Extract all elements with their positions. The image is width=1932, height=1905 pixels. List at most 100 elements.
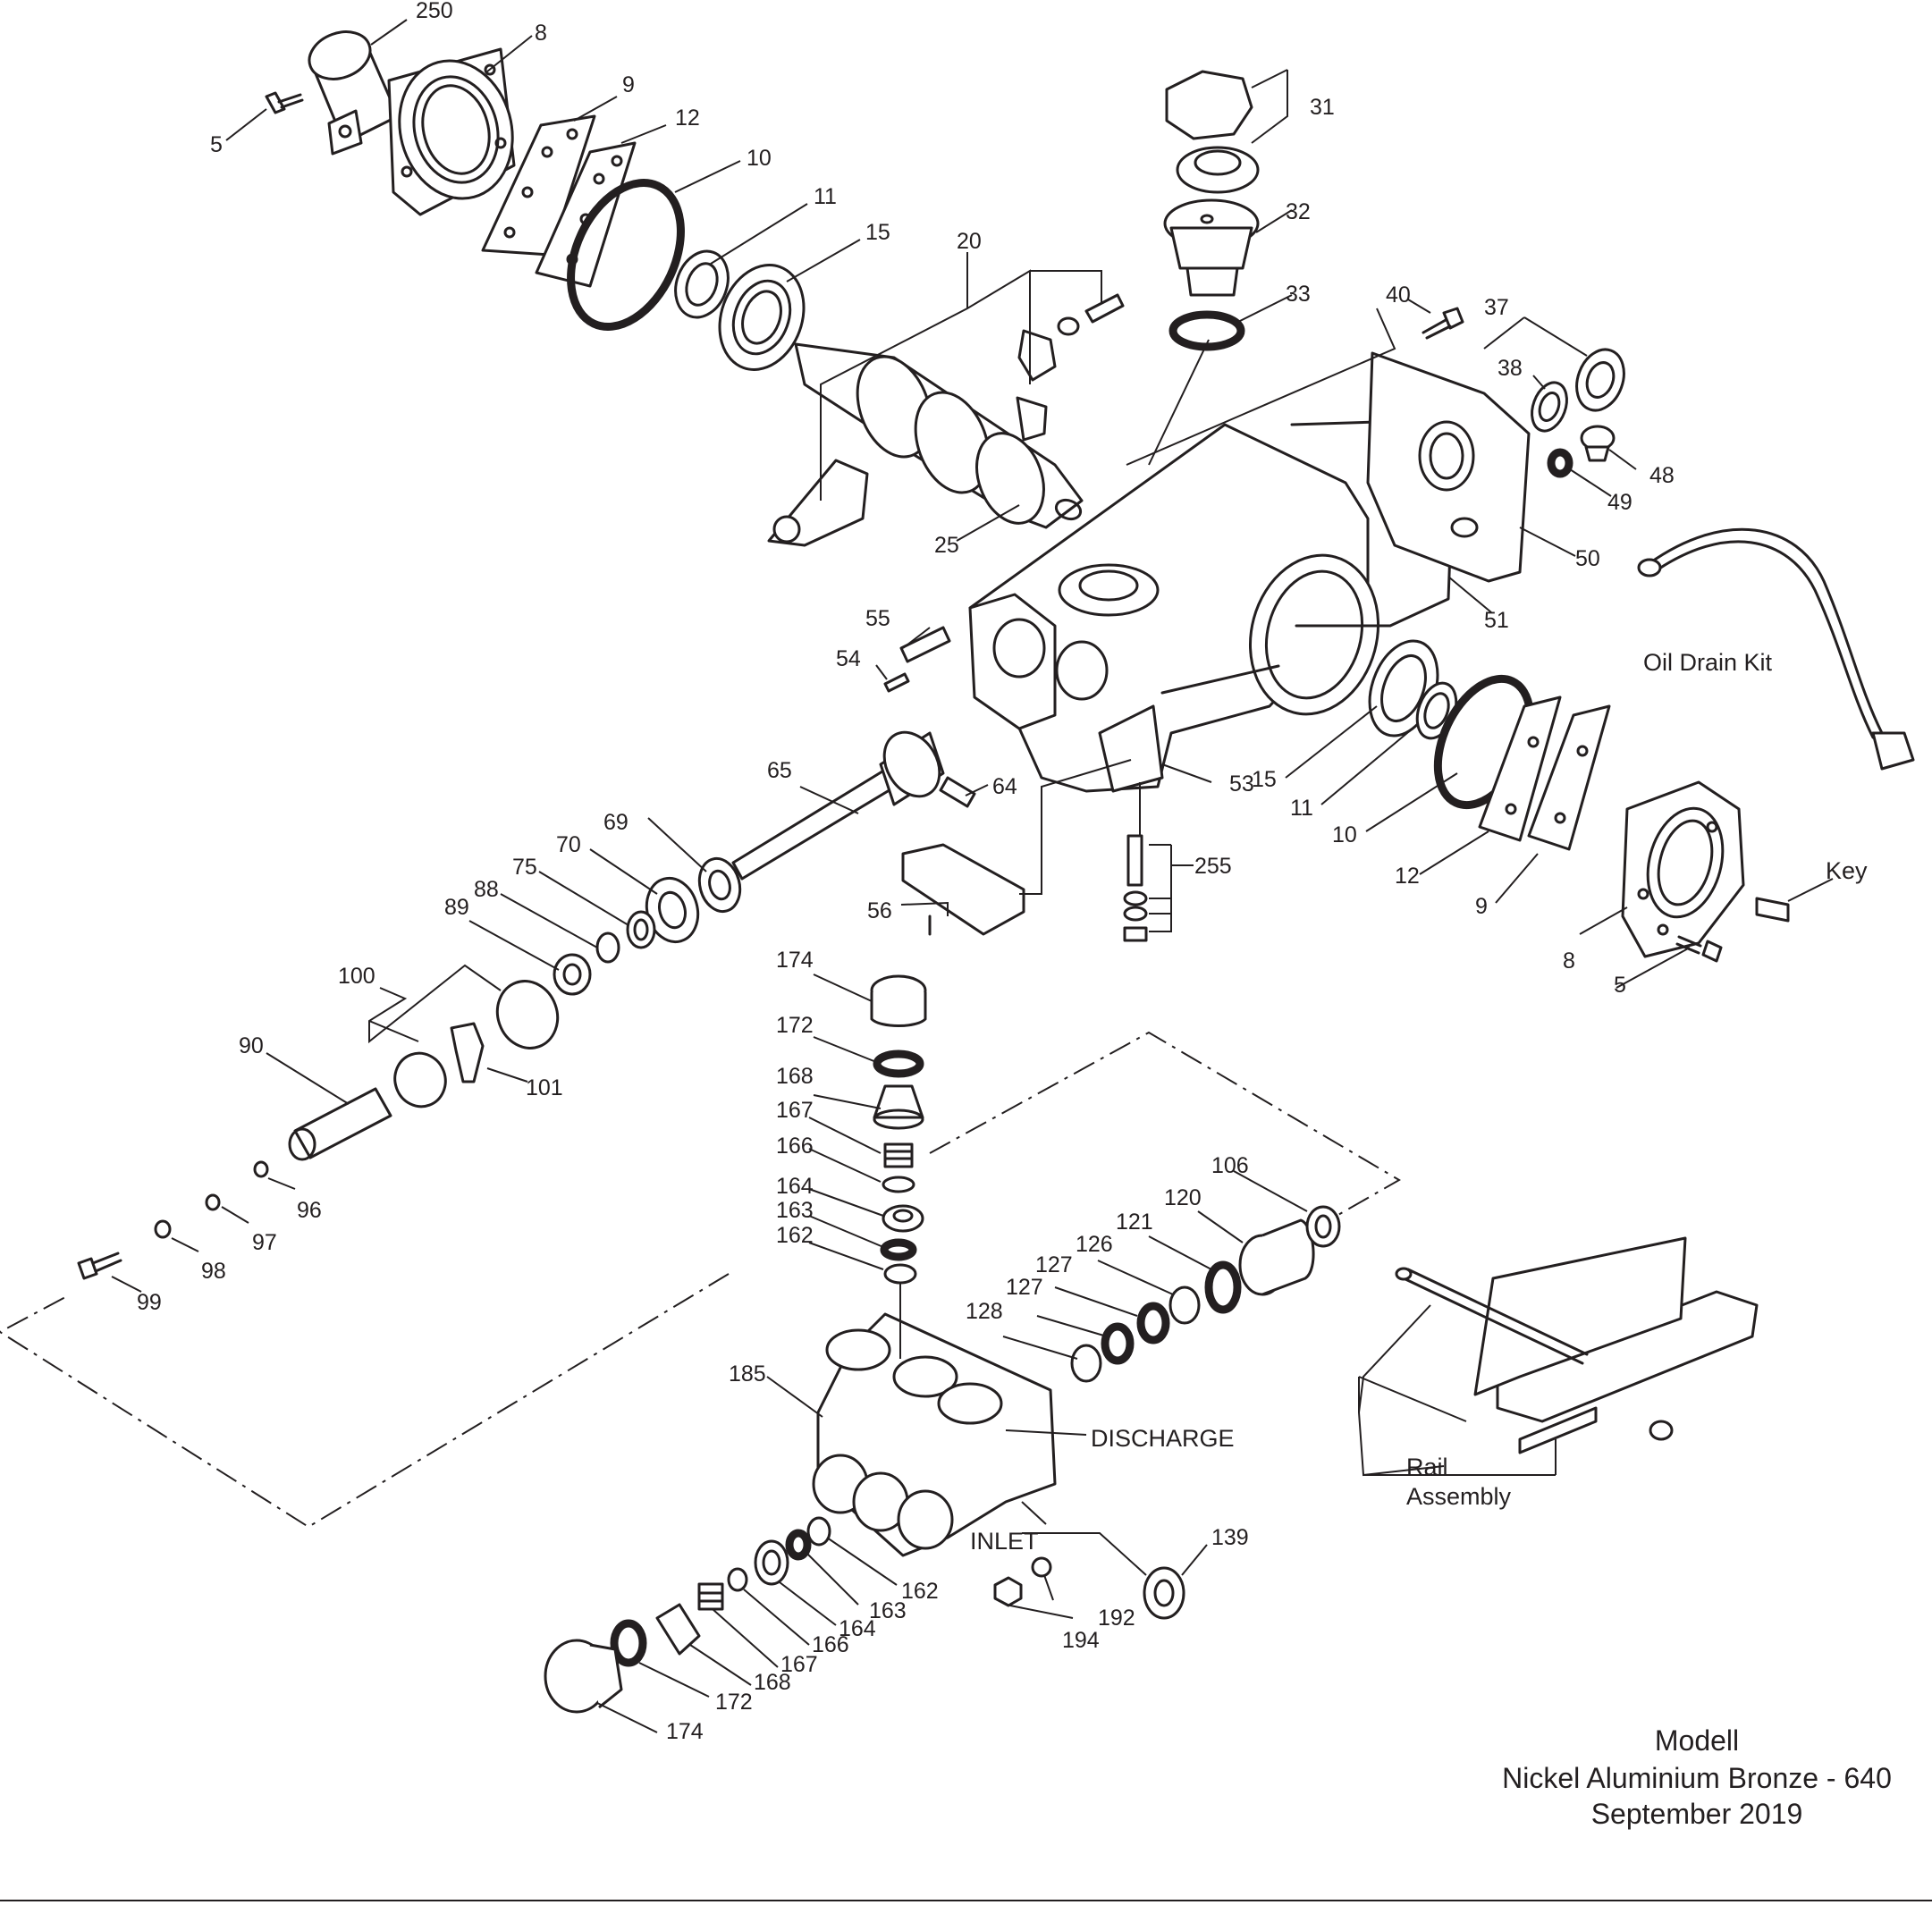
- key-label: Key: [1826, 857, 1868, 884]
- crankcase-body: [968, 423, 1380, 793]
- callout-40: 40: [1386, 282, 1411, 308]
- callout-164-top: 164: [776, 1174, 814, 1199]
- callout-5-top: 5: [210, 132, 223, 157]
- part-174-valve-plug-top: [870, 974, 927, 1027]
- callout-33: 33: [1286, 282, 1311, 307]
- part-127-ring-a: [1101, 1322, 1135, 1365]
- rail-assembly-label-line1: Rail: [1406, 1454, 1448, 1480]
- part-5-bolt-top: [265, 91, 304, 114]
- part-255-stud-kit: [1123, 834, 1148, 942]
- part-166-valve-top: [882, 1176, 915, 1193]
- part-70-seal: [645, 876, 700, 944]
- callout-96: 96: [297, 1198, 322, 1223]
- part-168-valve-cage-top: [873, 1084, 924, 1130]
- callout-166-bottom: 166: [812, 1632, 849, 1657]
- part-12-gasket-right: [1478, 695, 1562, 842]
- inlet-label: INLET: [970, 1528, 1039, 1555]
- callout-64: 64: [992, 774, 1017, 799]
- oil-drain-kit: [1637, 527, 1915, 771]
- callout-168-bottom: 168: [754, 1670, 791, 1695]
- part-139-plug: [1143, 1566, 1185, 1620]
- part-98-ring: [154, 1219, 172, 1239]
- part-166-valve-bottom: [727, 1567, 748, 1592]
- part-55-stud: [899, 626, 951, 663]
- callout-100: 100: [338, 964, 375, 989]
- part-8-flange-right: [1621, 780, 1745, 958]
- callout-101: 101: [526, 1075, 563, 1100]
- callout-121: 121: [1116, 1210, 1153, 1235]
- callout-192: 192: [1098, 1606, 1135, 1631]
- callout-37: 37: [1484, 295, 1509, 320]
- part-185-manifold: [812, 1312, 1057, 1557]
- part-163-oring-bottom: [785, 1529, 812, 1561]
- callout-11-right: 11: [1290, 796, 1313, 821]
- part-20-connecting-rod-assembly: [767, 293, 1125, 547]
- part-90-sleeve: [288, 1087, 392, 1161]
- callout-106: 106: [1211, 1153, 1249, 1178]
- callout-numbers: 250 8 5 9 12 10 11 15 20 25 31 32 33 40 …: [137, 0, 1675, 1744]
- part-99-bolt: [77, 1252, 122, 1280]
- part-163-oring-top: [880, 1238, 917, 1261]
- callout-54: 54: [836, 646, 861, 671]
- part-33-oring-cap: [1168, 310, 1245, 351]
- part-69-ring: [697, 856, 742, 914]
- callout-65: 65: [767, 758, 792, 783]
- part-97-ring: [205, 1193, 221, 1211]
- callout-168-top: 168: [776, 1064, 814, 1089]
- callout-97: 97: [252, 1230, 277, 1255]
- callout-126: 126: [1076, 1232, 1113, 1257]
- callout-25: 25: [934, 533, 959, 558]
- callout-88: 88: [474, 877, 499, 902]
- part-50-rear-cover: [1366, 351, 1531, 583]
- callout-56: 56: [867, 898, 892, 923]
- callout-75: 75: [512, 855, 537, 880]
- callout-38: 38: [1498, 356, 1523, 381]
- part-65-plunger-rod: [731, 730, 945, 881]
- oil-drain-kit-label: Oil Drain Kit: [1643, 649, 1773, 676]
- part-49-washer: [1547, 448, 1573, 478]
- callout-139: 139: [1211, 1525, 1249, 1550]
- callout-50: 50: [1575, 546, 1600, 571]
- callout-185: 185: [729, 1361, 766, 1387]
- valve-group-dash-outline: [0, 1031, 1401, 1529]
- callout-5-right: 5: [1614, 973, 1626, 998]
- callout-99: 99: [137, 1290, 162, 1315]
- callout-163-bottom: 163: [869, 1598, 907, 1623]
- info-block-model: Modell: [1655, 1724, 1739, 1757]
- callout-164-bottom: 164: [839, 1616, 876, 1641]
- part-128-ring: [1070, 1344, 1102, 1383]
- callout-9-right: 9: [1475, 894, 1488, 919]
- callout-8-right: 8: [1563, 948, 1575, 974]
- callout-53: 53: [1229, 771, 1254, 797]
- callout-194: 194: [1062, 1628, 1100, 1653]
- part-9-gasket-top: [481, 114, 596, 257]
- rail-assembly: [1395, 1236, 1759, 1454]
- part-162-ring-top: [883, 1263, 917, 1285]
- callout-12-right: 12: [1395, 864, 1420, 889]
- part-174-valve-plug-bottom: [544, 1639, 623, 1714]
- callout-98: 98: [201, 1259, 226, 1284]
- part-164-seat-bottom: [754, 1539, 789, 1586]
- callout-15-top: 15: [865, 220, 890, 245]
- part-250-bearing-cover-tube: [308, 30, 400, 156]
- part-126-ring: [1168, 1285, 1201, 1325]
- callout-51: 51: [1484, 608, 1509, 633]
- callout-49: 49: [1607, 490, 1632, 515]
- part-31-oil-cap: [1165, 70, 1260, 194]
- callout-166-top: 166: [776, 1134, 814, 1159]
- callout-127-b: 127: [1006, 1275, 1043, 1300]
- part-194-nut: [993, 1576, 1023, 1607]
- part-38-washer: [1531, 381, 1568, 433]
- callout-20: 20: [957, 229, 982, 254]
- part-75-washer: [626, 910, 656, 949]
- part-89-sleeve: [553, 953, 592, 996]
- part-192-washer: [1031, 1556, 1052, 1578]
- callout-11-top: 11: [814, 184, 837, 209]
- callout-10-right: 10: [1332, 822, 1357, 847]
- part-32-dipstick-plug: [1163, 198, 1260, 297]
- rail-assembly-label-line2: Assembly: [1406, 1483, 1512, 1510]
- part-127-ring-b: [1136, 1302, 1170, 1344]
- callout-32: 32: [1286, 199, 1311, 224]
- part-88-clip: [595, 931, 620, 964]
